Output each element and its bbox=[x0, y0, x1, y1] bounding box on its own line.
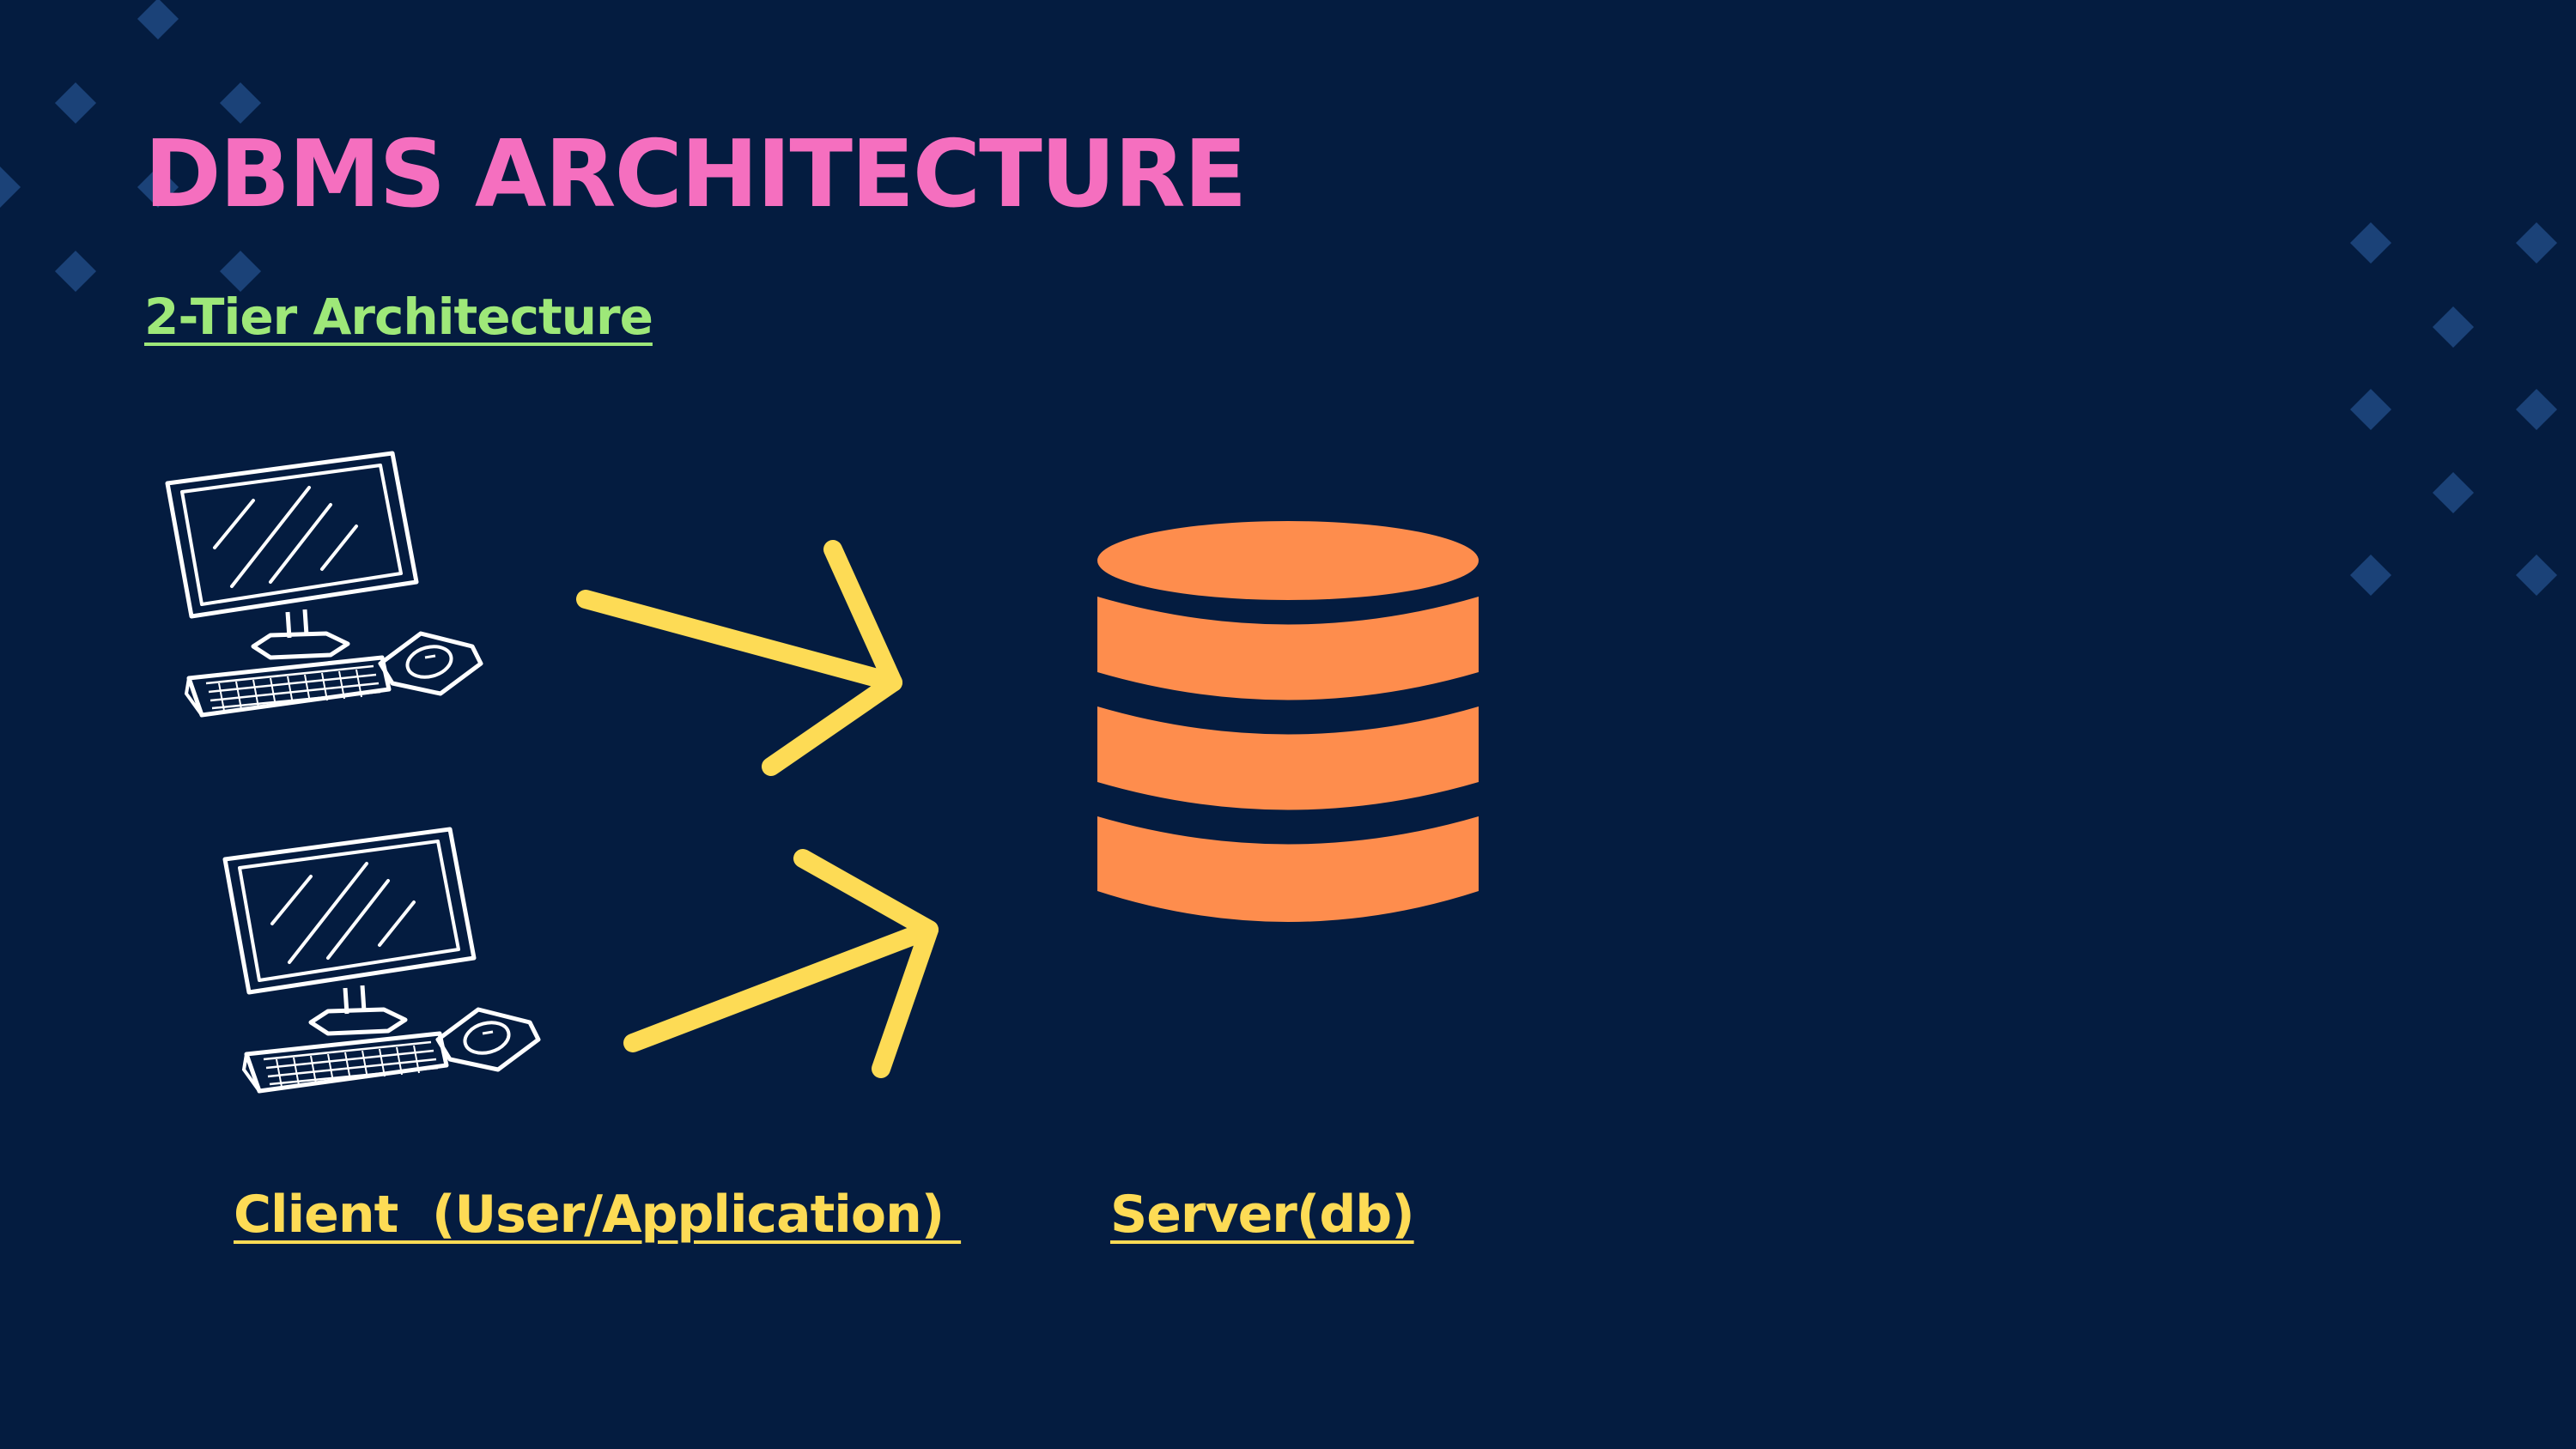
diamond bbox=[2432, 306, 2475, 349]
diamond bbox=[54, 250, 97, 293]
diamond bbox=[219, 250, 262, 293]
diamond bbox=[2515, 388, 2558, 431]
client-computer-icon bbox=[225, 829, 538, 1091]
arrow-icon bbox=[576, 540, 902, 776]
client-label: Client (User/Application) bbox=[234, 1185, 962, 1245]
arrow-icon bbox=[623, 849, 939, 1078]
server-label: Server(db) bbox=[1110, 1185, 1415, 1245]
diamond bbox=[137, 166, 179, 209]
diamond bbox=[0, 166, 21, 209]
diamond bbox=[137, 0, 179, 40]
diamond bbox=[2349, 221, 2392, 264]
diamond bbox=[2432, 471, 2475, 514]
diamond bbox=[2349, 388, 2392, 431]
diamond bbox=[2515, 221, 2558, 264]
slide-title: DBMS ARCHITECTURE bbox=[144, 121, 1247, 228]
database-icon bbox=[1097, 521, 1479, 922]
diamond bbox=[2349, 554, 2392, 597]
diamond bbox=[219, 82, 262, 124]
client-computer-icon bbox=[167, 453, 481, 715]
diamond bbox=[54, 82, 97, 124]
diamond bbox=[2515, 554, 2558, 597]
slide-subtitle: 2-Tier Architecture bbox=[144, 288, 653, 346]
